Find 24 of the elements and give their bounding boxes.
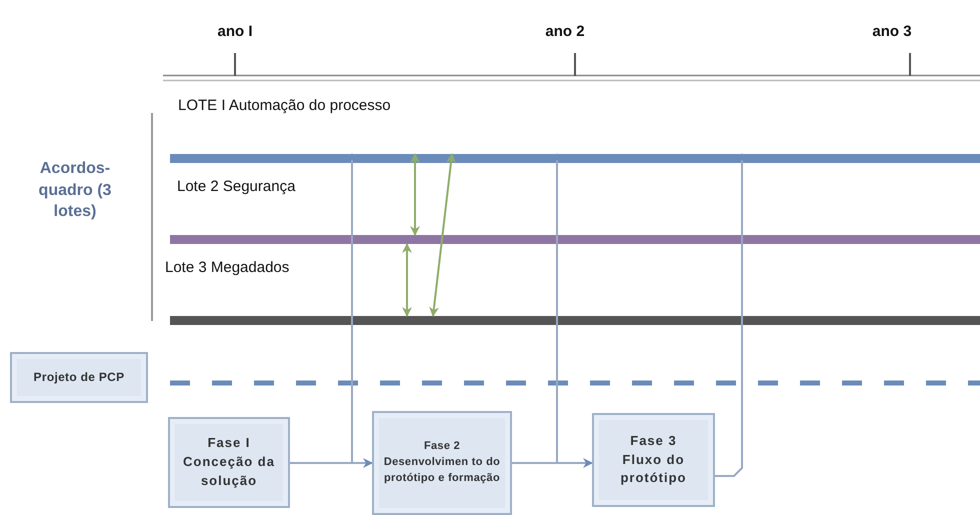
lane-title: LOTE I Automação do processo [178,96,392,116]
lane-title: Lote 3 Megadados [165,258,290,278]
lane-bar [170,235,980,244]
arrow [402,243,412,317]
year-label: ano 2 [544,22,586,42]
lane-bar [170,154,980,163]
box-text: Projeto de PCP [32,368,126,386]
arrow [429,153,456,317]
lane-bar [170,316,980,325]
box-text: Fluxo do protótipo [619,450,688,488]
project-box [10,352,148,403]
box-text: Desenvolvimen to do protótipo e formação [382,455,502,486]
lane-title: Lote 2 Segurança [177,177,296,197]
phase-title: Fase I [206,434,252,452]
arrow [410,153,420,236]
phase-box [168,417,290,508]
phase-box [592,413,715,507]
year-label: ano 3 [871,22,913,42]
box-text: Conceção da solução [182,453,276,490]
phase-box [372,411,512,515]
phase-title: Fase 2 [422,439,462,454]
year-label: ano I [216,22,254,42]
group-label: Acordos-quadro (3 lotes) [38,159,112,222]
phase-title: Fase 3 [629,432,678,450]
